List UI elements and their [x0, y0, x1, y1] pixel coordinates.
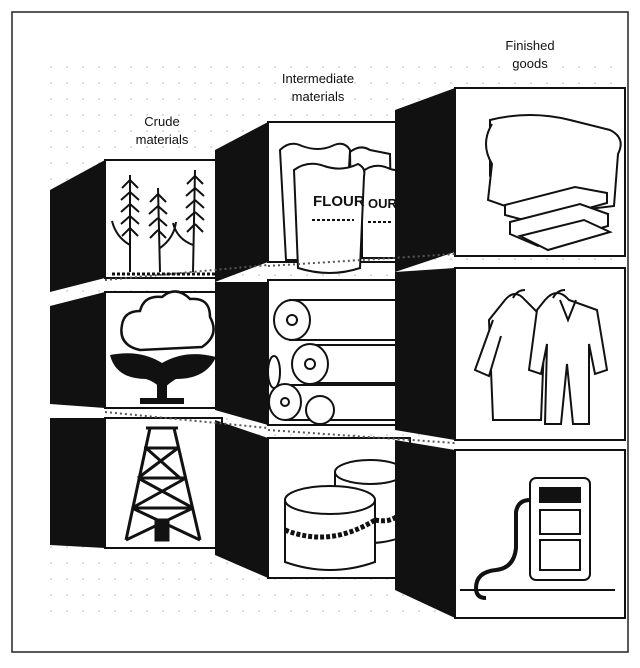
gas-pump-icon: [460, 477, 615, 600]
oil-drums-icon: [284, 459, 408, 571]
fabric-rolls-icon: [267, 299, 409, 425]
column-label-intermediate-line1: Intermediate: [282, 71, 354, 86]
column-label-intermediate-line2: materials: [292, 89, 345, 104]
flour-label: FLOUR: [313, 193, 365, 210]
wheat-stalks-icon: [111, 169, 216, 276]
flour-label-partial: OUR: [368, 196, 398, 211]
cotton-boll-icon: [110, 290, 216, 404]
column-label-crude-line1: Crude: [144, 114, 179, 129]
bread-loaf-icon: [485, 114, 622, 252]
oil-derrick-icon: [124, 426, 202, 542]
column-label-crude-line2: materials: [136, 132, 189, 147]
stage-seams: [104, 253, 456, 444]
flour-sacks-icon: FLOUR OUR: [278, 142, 406, 274]
column-label-finished-line1: Finished: [505, 38, 554, 53]
clothing-icon: [473, 289, 609, 425]
column-label-finished-line2: goods: [512, 56, 548, 71]
